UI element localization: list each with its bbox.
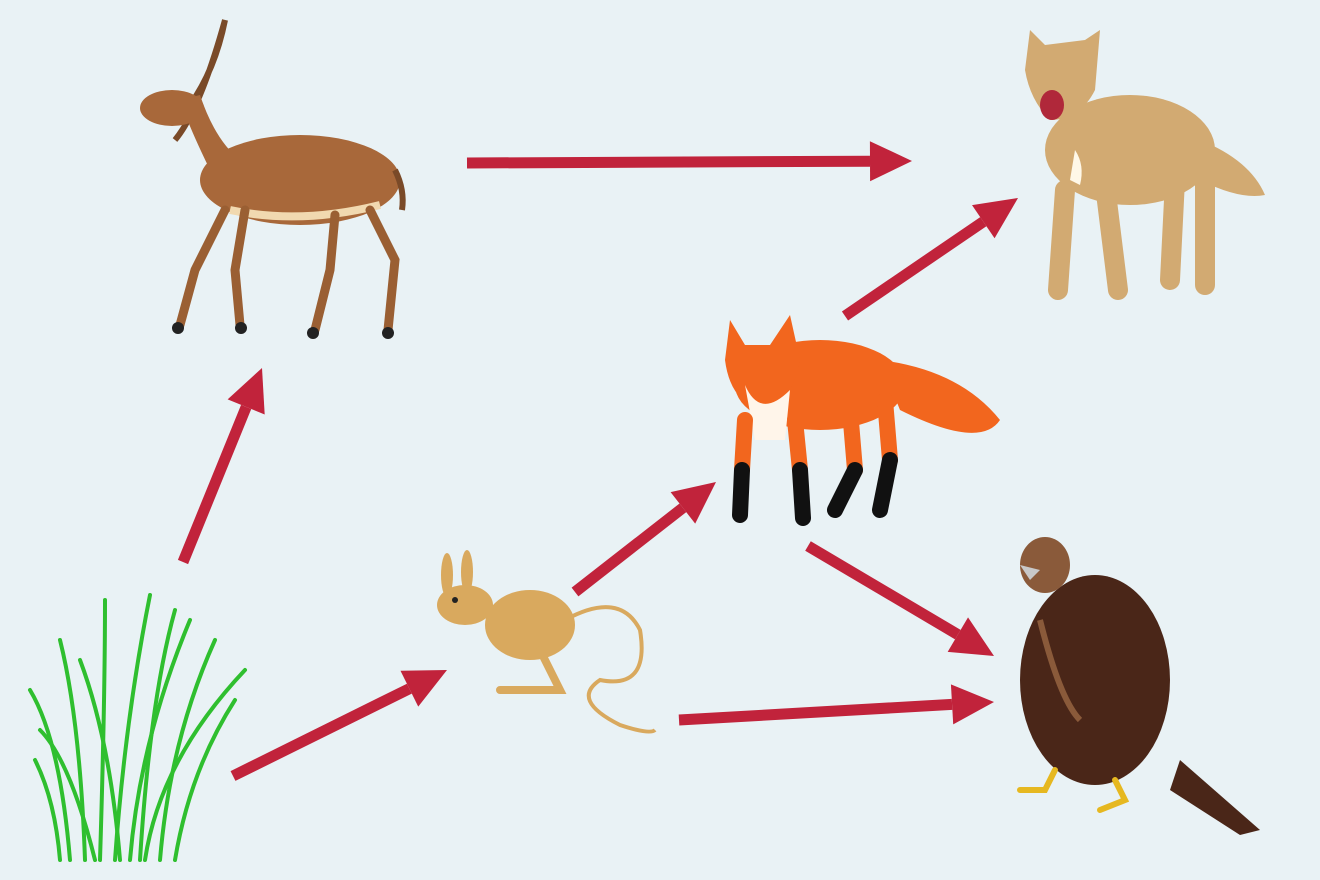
arrow-grass-antelope: [177, 368, 265, 565]
fox-icon: [725, 315, 1000, 526]
jerboa-icon: [437, 550, 657, 734]
arrow-jerboa-eagle: [678, 684, 994, 726]
arrow-shaft: [177, 404, 252, 565]
arrow-head: [869, 141, 912, 182]
grass-icon: [28, 593, 247, 862]
arrow-head: [227, 368, 265, 415]
arrow-fox-eagle: [805, 541, 994, 656]
arrow-head: [400, 670, 447, 707]
arrow-fox-wolf: [841, 198, 1018, 321]
arrow-shaft: [466, 155, 871, 169]
arrow-shaft: [571, 503, 687, 597]
arrow-head: [670, 482, 716, 524]
arrow-shaft: [805, 541, 961, 640]
arrow-antelope-wolf: [466, 141, 912, 182]
arrow-shaft: [841, 217, 987, 321]
arrow-head: [972, 198, 1018, 239]
arrow-head: [947, 617, 994, 656]
arrow-shaft: [678, 698, 953, 726]
arrow-head: [950, 684, 994, 725]
arrows: [177, 141, 1018, 781]
antelope-icon: [140, 19, 406, 339]
eagle-icon: [1017, 537, 1260, 835]
wolf-icon: [1025, 30, 1265, 300]
arrow-grass-jerboa: [230, 670, 447, 781]
arrow-shaft: [230, 683, 412, 781]
arrow-jerboa-fox: [571, 482, 716, 597]
